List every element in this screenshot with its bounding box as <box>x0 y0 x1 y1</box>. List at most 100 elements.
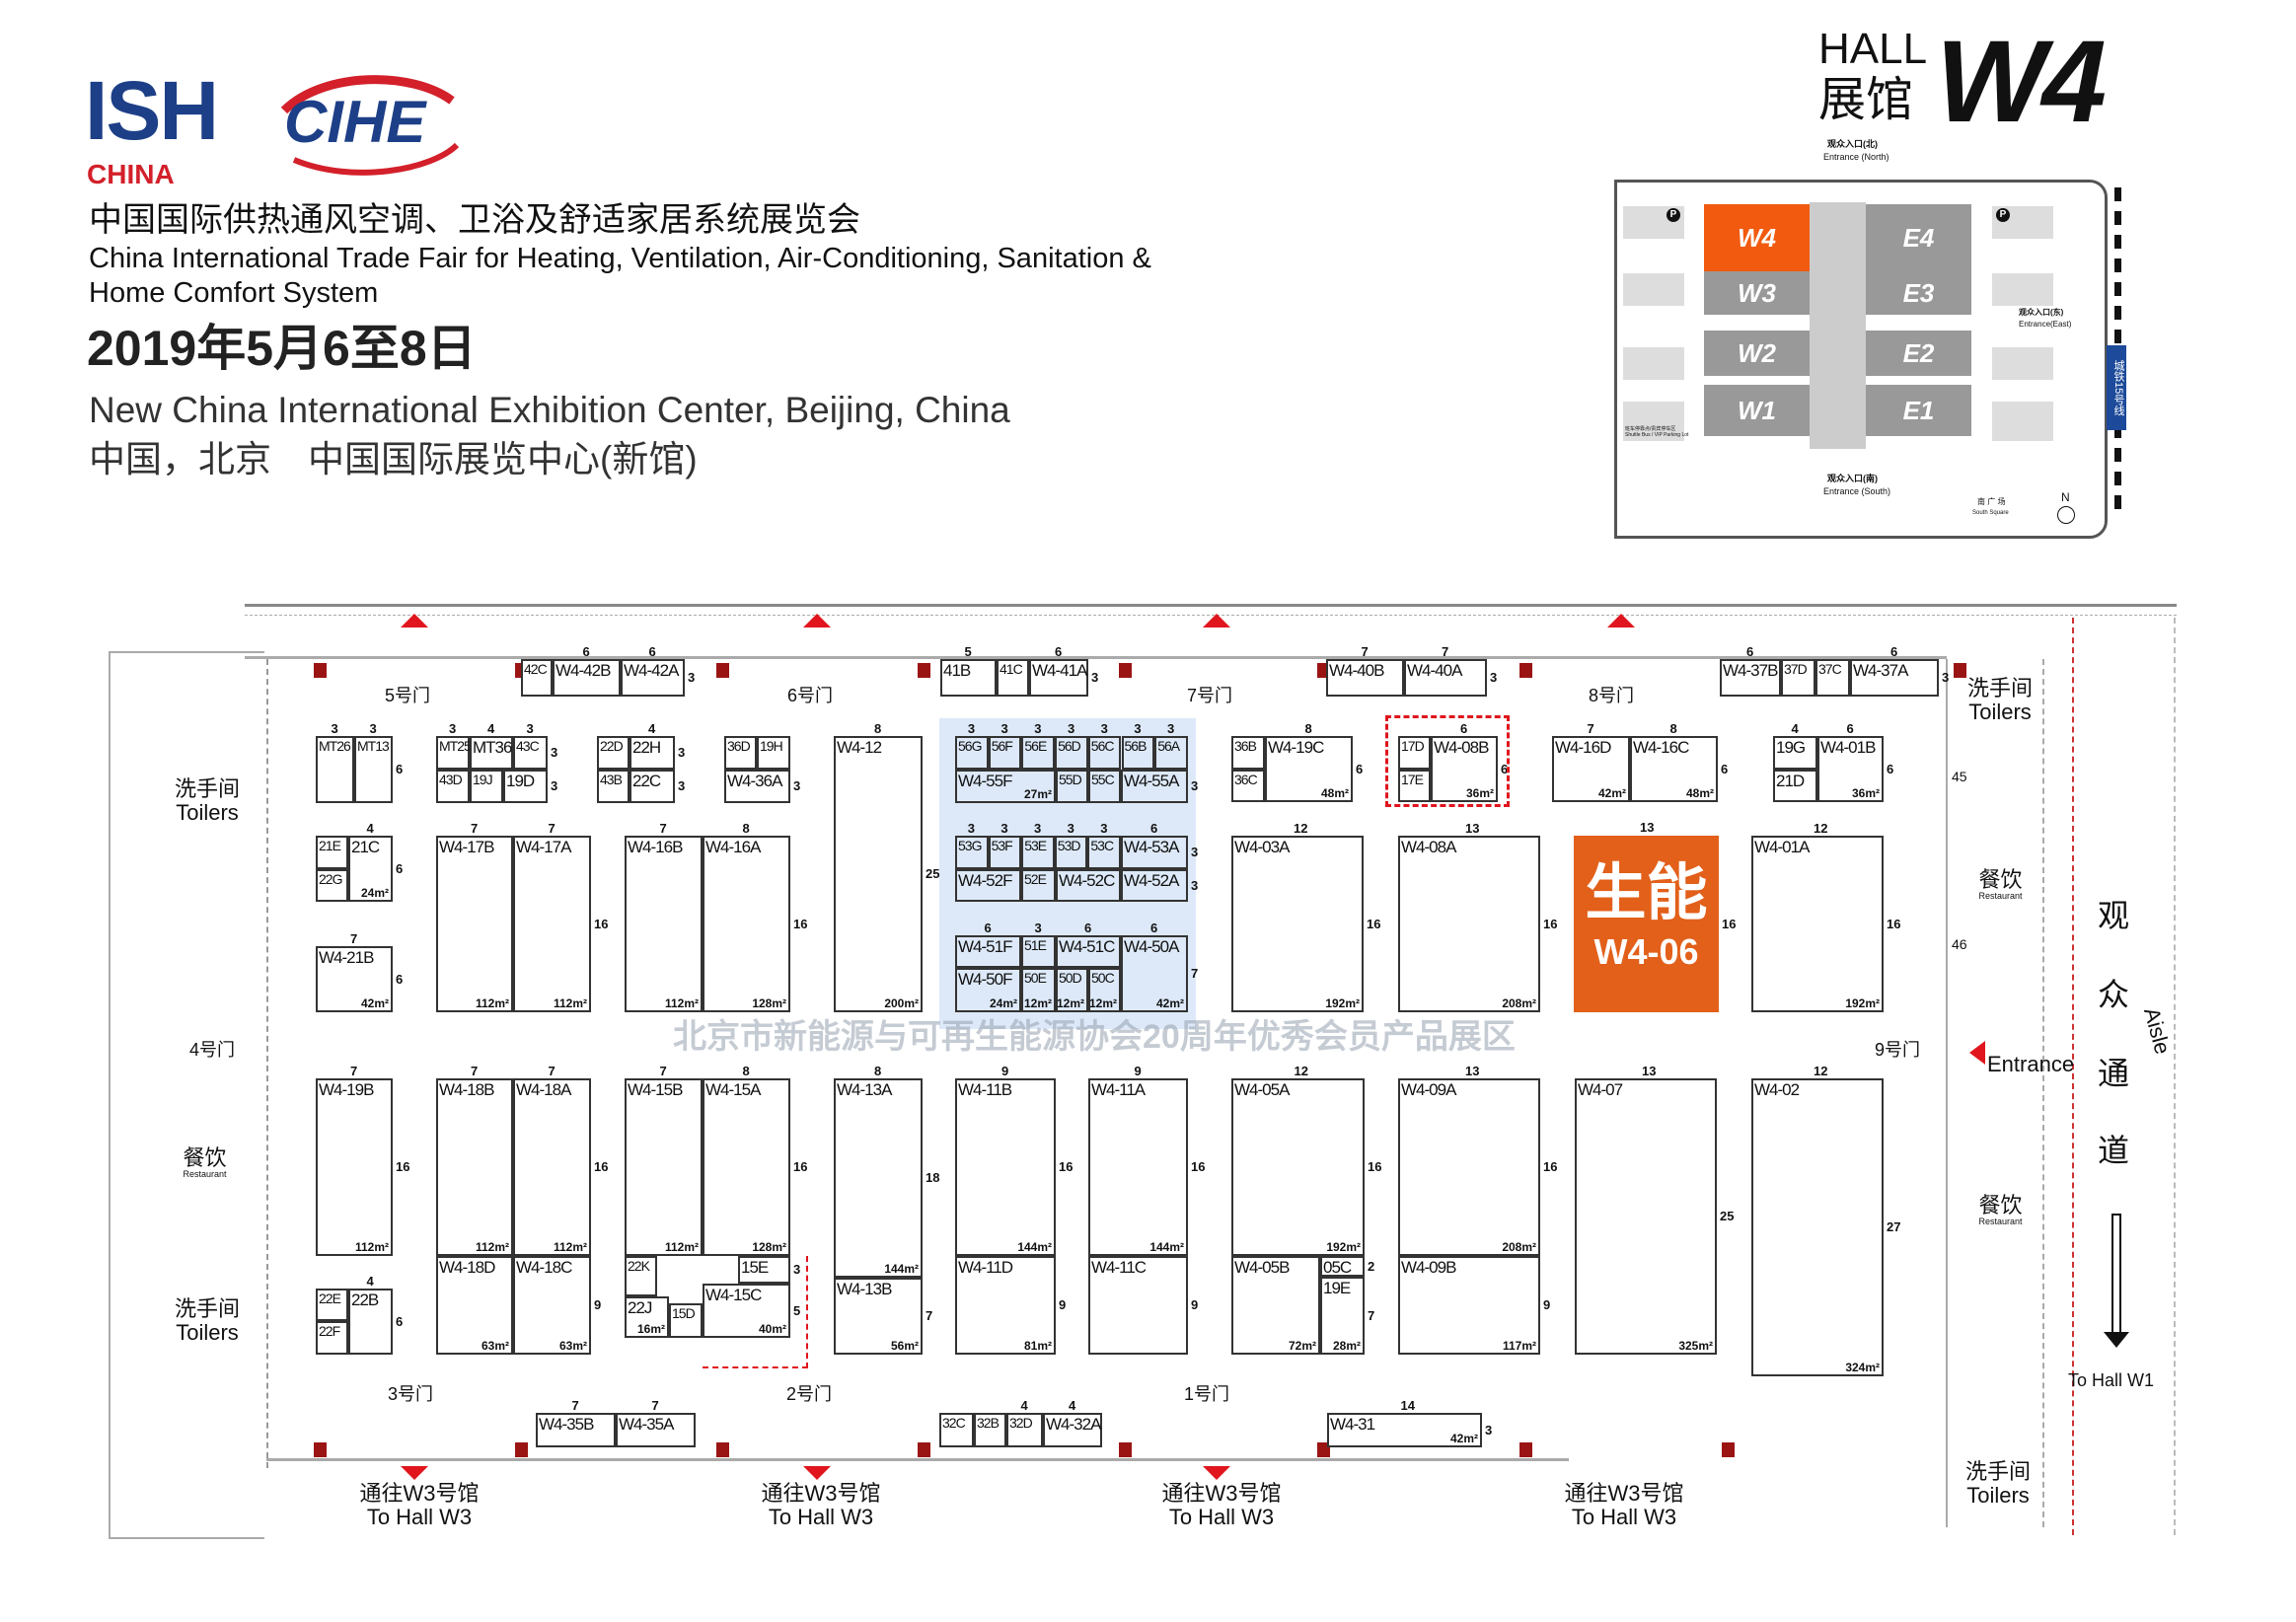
booth-22d[interactable]: 22D <box>597 736 630 770</box>
booth-w4-41a[interactable]: W4-41A <box>1029 659 1088 697</box>
booth-56c[interactable]: 56C <box>1087 736 1122 770</box>
booth-15d[interactable]: 15D <box>669 1303 703 1338</box>
minimap-hall-w1[interactable]: W1 <box>1704 385 1810 436</box>
booth-w4-53a[interactable]: W4-53A <box>1121 836 1188 869</box>
booth-22b[interactable]: 22B <box>348 1289 393 1355</box>
booth-36c[interactable]: 36C <box>1231 770 1265 802</box>
booth-56d[interactable]: 56D <box>1055 736 1088 770</box>
booth-w4-52c[interactable]: W4-52C <box>1056 869 1121 902</box>
booth-w4-51c[interactable]: W4-51C <box>1056 935 1121 968</box>
booth-56e[interactable]: 56E <box>1021 736 1056 770</box>
minimap-hall-w2[interactable]: W2 <box>1704 331 1810 376</box>
booth-56g[interactable]: 56G <box>955 736 989 770</box>
booth-37d[interactable]: 37D <box>1781 659 1815 697</box>
booth-mt25[interactable]: MT25 <box>436 736 472 770</box>
booth-w4-40a[interactable]: W4-40A <box>1404 659 1487 697</box>
booth-19j[interactable]: 19J <box>470 770 503 803</box>
booth-mt13[interactable]: MT13 <box>354 736 393 803</box>
booth-17e[interactable]: 17E <box>1398 770 1431 802</box>
booth-53f[interactable]: 53F <box>988 836 1022 869</box>
booth-w4-37b[interactable]: W4-37B <box>1720 659 1781 697</box>
booth-41b[interactable]: 41B <box>940 659 997 697</box>
minimap-hall-w4[interactable]: W4 <box>1704 204 1810 271</box>
booth-05c[interactable]: 05C <box>1320 1256 1365 1277</box>
booth-53c[interactable]: 53C <box>1087 836 1121 869</box>
booth-22h[interactable]: 22H <box>630 736 675 770</box>
booth-43d[interactable]: 43D <box>436 770 470 803</box>
minimap-hall-e1[interactable]: E1 <box>1866 385 1971 436</box>
minimap-hall-w3[interactable]: W3 <box>1704 271 1810 315</box>
booth-w4-51f[interactable]: W4-51F <box>955 935 1021 968</box>
booth-32c[interactable]: 32C <box>939 1413 974 1447</box>
booth-52e[interactable]: 52E <box>1021 869 1056 902</box>
booth-22f[interactable]: 22F <box>316 1321 348 1355</box>
booth-22k[interactable]: 22K <box>625 1256 657 1296</box>
booth-22c[interactable]: 22C <box>630 770 675 803</box>
booth-15e[interactable]: 15E <box>738 1256 790 1284</box>
booth-53e[interactable]: 53E <box>1021 836 1055 869</box>
booth-56b[interactable]: 56B <box>1121 736 1155 770</box>
booth-w4-32a[interactable]: W4-32A <box>1043 1413 1102 1447</box>
booth-55c[interactable]: 55C <box>1088 770 1121 803</box>
booth-53d[interactable]: 53D <box>1054 836 1088 869</box>
booth-53g[interactable]: 53G <box>955 836 989 869</box>
booth-17d[interactable]: 17D <box>1398 736 1431 770</box>
booth-55d[interactable]: 55D <box>1056 770 1088 803</box>
booth-36b[interactable]: 36B <box>1231 736 1265 770</box>
booth-56a[interactable]: 56A <box>1154 736 1188 770</box>
booth-41c[interactable]: 41C <box>997 659 1029 697</box>
booth-32b[interactable]: 32B <box>974 1413 1006 1447</box>
booth-56f[interactable]: 56F <box>988 736 1022 770</box>
booth-32d[interactable]: 32D <box>1006 1413 1043 1447</box>
booth-19g[interactable]: 19G <box>1773 736 1817 770</box>
booth-w4-42a[interactable]: W4-42A <box>621 659 685 697</box>
booth-w4-52a[interactable]: W4-52A <box>1121 869 1188 902</box>
booth-51e[interactable]: 51E <box>1021 935 1056 968</box>
booth-22e[interactable]: 22E <box>316 1289 348 1321</box>
booth-43c[interactable]: 43C <box>513 736 548 770</box>
booth-w4-35b[interactable]: W4-35B <box>536 1413 616 1447</box>
booth-w4-42b[interactable]: W4-42B <box>553 659 621 697</box>
booth-42c[interactable]: 42C <box>521 659 553 697</box>
booth-mt36[interactable]: MT36 <box>470 736 513 770</box>
booth-mt26[interactable]: MT26 <box>316 736 354 803</box>
minimap-hall-e4[interactable]: E4 <box>1866 204 1971 271</box>
